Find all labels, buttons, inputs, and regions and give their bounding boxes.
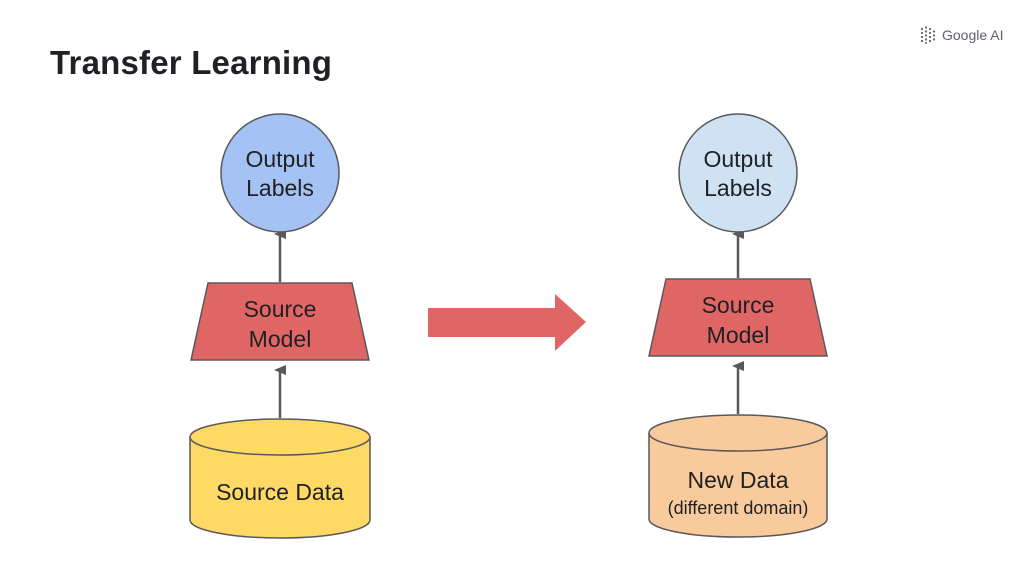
google-ai-mark-icon xyxy=(920,26,936,44)
left-source-data-node xyxy=(189,418,371,539)
right-source-model-node xyxy=(648,278,828,357)
brand-text: Google AI xyxy=(942,27,1004,43)
left-output-labels-node xyxy=(220,113,340,233)
right-model-label-line2: Model xyxy=(707,322,770,348)
right-pipeline: Output Labels Source Model New Data (dif… xyxy=(648,113,828,538)
transfer-arrow-icon xyxy=(428,294,586,351)
left-model-label-line2: Model xyxy=(249,326,312,352)
right-output-label-line2: Labels xyxy=(704,175,772,201)
left-model-label-line1: Source xyxy=(244,296,317,322)
left-source-model-node xyxy=(190,282,370,361)
right-data-label-line1: New Data xyxy=(688,467,789,493)
right-output-labels-node xyxy=(678,113,798,233)
right-new-data-node xyxy=(648,414,828,538)
right-model-label-line1: Source xyxy=(702,292,775,318)
right-data-label-line2: (different domain) xyxy=(668,498,809,518)
left-output-label-line2: Labels xyxy=(246,175,314,201)
brand-logo: Google AI xyxy=(920,24,1004,46)
left-pipeline: Output Labels Source Model Source Data xyxy=(189,113,371,539)
left-output-label-line1: Output xyxy=(245,146,315,172)
left-data-label: Source Data xyxy=(216,479,344,505)
slide-title: Transfer Learning xyxy=(50,44,333,81)
right-output-label-line1: Output xyxy=(703,146,773,172)
